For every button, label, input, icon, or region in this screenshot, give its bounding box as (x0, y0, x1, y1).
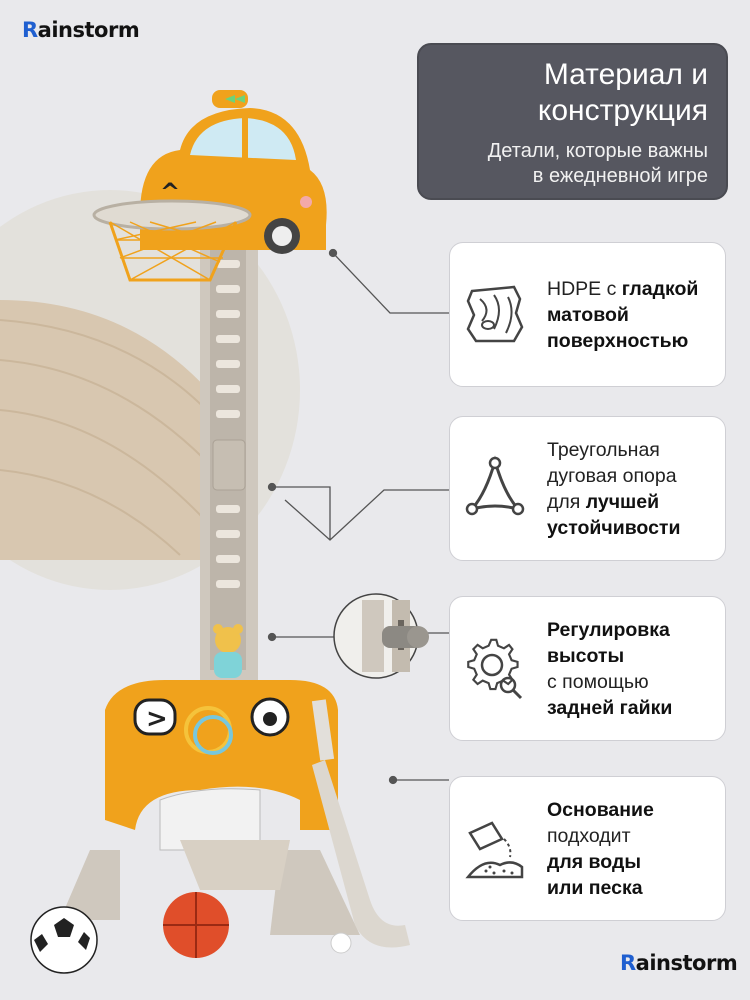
header-subtitle: Детали, которые важны в ежедневной игре (487, 140, 708, 187)
wood-texture-icon (466, 285, 524, 343)
hockey-stick (311, 699, 410, 948)
car-marker: ^ (160, 178, 180, 206)
feature-text-material: HDPE с гладкой матовой поверхностью (547, 277, 699, 352)
header-box: Материал и конструкция Детали, которые в… (417, 43, 728, 200)
goal-marker: > (146, 704, 168, 734)
soccer-goal-base: > (60, 680, 360, 935)
feature-text-height: Регулировка высоты с помощью задней гайк… (547, 618, 673, 719)
zoom-rear-nut (333, 593, 429, 679)
feature-card-height: Регулировка высоты с помощью задней гайк… (449, 596, 726, 741)
brand-logo-bottom: Rainstorm (620, 951, 738, 975)
water-sand-icon (465, 821, 524, 879)
feature-text-support: Треугольная дуговая опора для лучшей уст… (547, 438, 681, 539)
feature-card-support: Треугольная дуговая опора для лучшей уст… (449, 416, 726, 561)
brand-logo-top: Rainstorm (22, 18, 140, 42)
feature-card-base: Основание подходит для воды или песка (449, 776, 726, 921)
balls (30, 892, 352, 974)
header-title: Материал и конструкция (537, 58, 708, 127)
basketball-hoop (92, 199, 252, 282)
connector-lines (267, 248, 449, 785)
pole (200, 230, 258, 680)
gear-search-icon (467, 638, 523, 700)
feature-card-material: HDPE с гладкой матовой поверхностью (449, 242, 726, 387)
triangle-support-icon (465, 455, 525, 516)
bear-figure (213, 624, 243, 678)
feature-text-base: Основание подходит для воды или песка (547, 798, 654, 899)
